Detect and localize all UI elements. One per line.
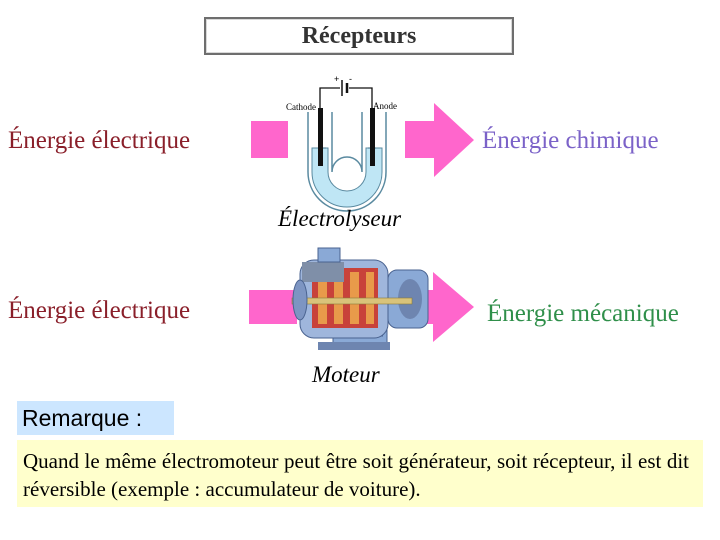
motor-caption: Moteur — [312, 362, 380, 387]
remark-text: Quand le même électromoteur peut être so… — [17, 440, 703, 507]
anode-label: Anode — [373, 101, 397, 111]
electrolyser-plus-sign: + — [334, 74, 339, 84]
title-box: Récepteurs — [204, 17, 514, 55]
electrolyser-minus-sign: - — [349, 74, 352, 84]
electrolyser-caption: Électrolyseur — [278, 206, 402, 231]
remark-label: Remarque : — [17, 401, 174, 435]
motor-input-label: Énergie électrique — [8, 297, 191, 324]
electrolyser-output-label: Énergie chimique — [482, 127, 659, 154]
arrow1-output-head — [405, 103, 474, 177]
arrow2-input-rect — [249, 290, 297, 324]
motor-illustration — [291, 247, 429, 350]
motor-output-label: Énergie mécanique — [487, 300, 679, 327]
electrolyser-input-label: Énergie électrique — [8, 127, 191, 154]
cathode-label: Cathode — [286, 102, 316, 112]
electrolyser-illustration — [307, 80, 387, 212]
arrow1-input-rect — [251, 121, 288, 158]
arrow2-output-head — [402, 272, 474, 342]
page-title: Récepteurs — [301, 22, 417, 49]
